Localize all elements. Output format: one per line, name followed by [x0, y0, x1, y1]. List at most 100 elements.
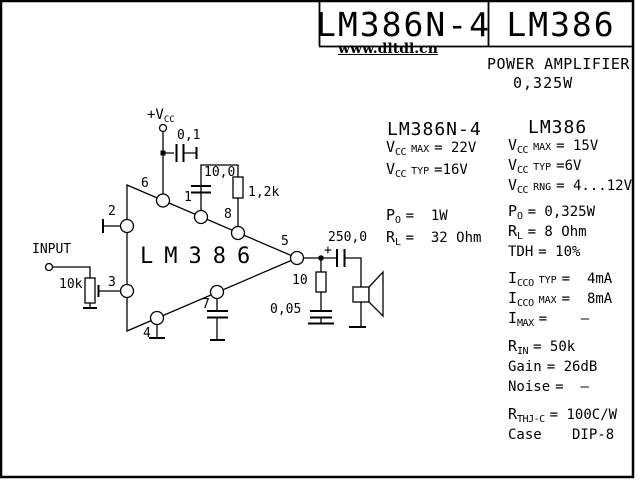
spec-v: = 15V	[556, 138, 599, 154]
cap-supply-value: 0,1	[177, 128, 201, 143]
vcc-label-main: +V	[147, 107, 164, 123]
spec-s: L	[395, 237, 401, 248]
spec-b: V	[386, 160, 396, 178]
spec-b: TDH	[508, 244, 534, 260]
spec-v: = –	[538, 311, 590, 327]
spec-b: P	[386, 206, 396, 224]
pin-label-4: 4	[143, 326, 151, 341]
spec-left-title: LM386N-4	[387, 119, 482, 140]
spec-l: TYP	[533, 162, 552, 173]
cap-output-polarity: +	[324, 243, 332, 258]
pin-label-1: 1	[184, 190, 192, 205]
header-box-lines	[318, 2, 633, 48]
pin-label-3: 3	[108, 275, 116, 290]
spec-s: CC	[395, 147, 407, 158]
spec-b: Gain	[508, 359, 542, 375]
spec-s: CC	[395, 169, 407, 180]
spec-b: R	[386, 228, 396, 246]
chip-label: LM386	[140, 244, 262, 269]
spec-row: Noise= –	[508, 378, 632, 398]
spec-v: = –	[555, 379, 589, 395]
cap-feedback-value: 10,0	[204, 165, 236, 180]
spec-b: P	[508, 202, 518, 220]
spec-b: R	[508, 337, 518, 355]
spec-s: MAX	[517, 318, 534, 329]
spec-v: = 10%	[538, 244, 581, 260]
spec-row: Case DIP-8	[508, 426, 632, 446]
spec-s: CC	[517, 185, 529, 196]
potentiometer-symbol	[84, 277, 96, 304]
spec-v: = 22V	[434, 140, 477, 156]
vcc-label-sub: CC	[163, 115, 175, 125]
spec-l: MAX	[533, 142, 552, 153]
spec-v: = 32 Ohm	[405, 230, 482, 246]
watermark: www.dltdl.cn	[338, 41, 438, 57]
resistor-feedback-value: 1,2k	[248, 185, 280, 200]
spec-v: =16V	[434, 162, 468, 178]
spec-v: = 1W	[405, 208, 448, 224]
junction-dot	[160, 150, 166, 156]
spec-b: V	[508, 136, 518, 154]
spec-b: V	[386, 138, 396, 156]
spec-b: I	[508, 269, 518, 287]
spec-row: TDH= 10%	[508, 243, 632, 263]
spec-b: I	[508, 309, 518, 327]
spec-v: = 0,325W	[527, 204, 595, 220]
spec-row: ICCO TYP = 4mA	[508, 270, 632, 290]
spec-b: V	[508, 176, 518, 194]
spec-l: MAX	[538, 295, 557, 306]
pin-label-6: 6	[141, 176, 149, 191]
vcc-label: +VCC	[147, 108, 175, 127]
spec-s: THJ-C	[517, 414, 545, 425]
subtitle-power-rating: 0,325W	[513, 74, 574, 92]
ground-symbols	[83, 307, 366, 341]
spec-gap	[508, 330, 632, 338]
spec-v: = 26dB	[546, 359, 598, 375]
spec-v: = 4mA	[561, 271, 613, 287]
spec-row: PO = 1W	[386, 207, 481, 229]
input-terminal	[44, 262, 54, 272]
pin-label-5: 5	[281, 234, 289, 249]
spec-row: RL= 8 Ohm	[508, 223, 632, 243]
spec-v: = 50k	[533, 339, 576, 355]
spec-v: = 8 Ohm	[527, 224, 587, 240]
cap-zobel-value: 0,05	[270, 302, 302, 317]
spec-row: PO = 0,325W	[508, 203, 632, 223]
spec-s: CCO	[517, 298, 534, 309]
spec-l: TYP	[538, 275, 557, 286]
spec-gap	[508, 263, 632, 270]
spec-s: O	[517, 211, 523, 222]
spec-b: R	[508, 222, 518, 240]
spec-row: RTHJ-C = 100C/W	[508, 406, 632, 426]
vcc-terminal	[158, 123, 168, 133]
spec-s: O	[395, 215, 401, 226]
spec-right-title: LM386	[528, 117, 588, 138]
pin-circles	[119, 193, 305, 326]
pin-label-7: 7	[202, 297, 210, 312]
spec-v: DIP-8	[546, 427, 615, 443]
header-right-title: LM386	[506, 5, 616, 44]
spec-l: RNG	[533, 182, 552, 193]
spec-row: VCC RNG = 4...12V	[508, 177, 632, 197]
spec-s: CCO	[517, 278, 534, 289]
spec-b: Case	[508, 427, 542, 443]
resistor-zobel-symbol	[315, 271, 327, 293]
spec-row: IMAX = –	[508, 310, 632, 330]
wires	[52, 131, 362, 340]
subtitle-power-amplifier: POWER AMPLIFIER	[487, 55, 630, 73]
spec-s: CC	[517, 145, 529, 156]
spec-v: = 100C/W	[549, 407, 618, 423]
resistor-feedback-symbol	[232, 176, 244, 199]
resistor-zobel-value: 10	[292, 273, 308, 288]
pin-label-2: 2	[108, 204, 116, 219]
spec-v: = 4...12V	[556, 178, 632, 194]
spec-b: Noise	[508, 379, 551, 395]
spec-b: R	[508, 405, 518, 423]
spec-gap	[386, 183, 481, 207]
